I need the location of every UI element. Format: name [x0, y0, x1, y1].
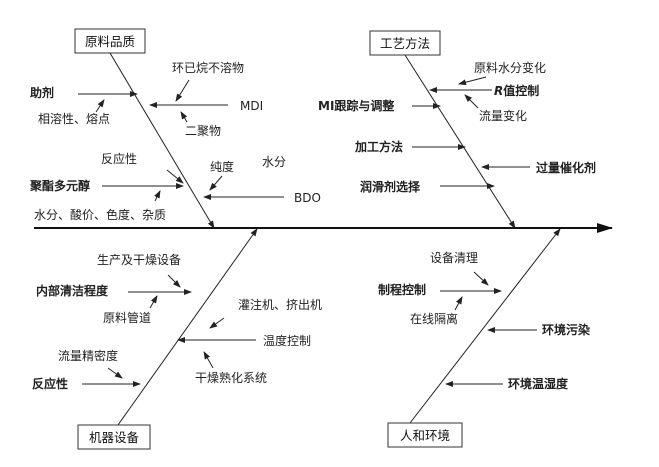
arrow-dimer [180, 111, 188, 123]
arrow-moisture-change [458, 76, 487, 86]
cause-injection: 灌注机、挤出机 [238, 297, 322, 312]
cause-compatibility: 相溶性、熔点 [38, 111, 110, 126]
cause-additive: 助剂 [30, 85, 54, 100]
category-equipment: 机器设备 [77, 424, 151, 450]
arrow-online-isolation [454, 296, 463, 311]
cause-lubricant: 润滑剂选择 [360, 179, 421, 194]
cause-temp-humidity: 环境温湿度 [508, 376, 569, 391]
r-control-text: 值控制 [503, 83, 539, 98]
cause-cleaning: 设备清理 [430, 251, 478, 265]
r-italic: R [494, 84, 503, 98]
equipment-rib [117, 228, 258, 426]
process-rib [404, 54, 516, 229]
category-process: 工艺方法 [369, 30, 441, 56]
category-environment: 人和环境 [387, 422, 463, 448]
cause-water: 水分 [262, 155, 286, 169]
category-materials: 原料品质 [74, 28, 146, 54]
cause-flow-precision: 流量精密度 [58, 348, 118, 363]
cause-catalyst: 过量催化剂 [536, 160, 596, 175]
environment-rib [409, 228, 561, 424]
cause-bdo: BDO [294, 191, 321, 205]
cause-mi-tracking: MI跟踪与调整 [318, 98, 394, 113]
category-materials-label: 原料品质 [85, 34, 135, 49]
materials-rib [109, 52, 215, 229]
category-process-label: 工艺方法 [380, 36, 430, 51]
cause-reactivity: 反应性 [101, 151, 137, 166]
cause-polyester: 聚酯多元醇 [29, 178, 90, 193]
cause-drying-system: 干燥熟化系统 [195, 370, 267, 385]
arrow-pipes [149, 295, 158, 309]
arrow-injection [209, 317, 225, 329]
arrow-cleaning [473, 271, 489, 286]
cause-online-isolation: 在线隔离 [410, 311, 458, 326]
arrow-compatibility [95, 99, 105, 113]
category-equipment-label: 机器设备 [89, 430, 140, 445]
cause-pipes: 原料管道 [103, 310, 151, 325]
arrow-reactivity [166, 169, 184, 184]
cause-flow-change: 流量变化 [479, 108, 527, 123]
category-environment-label: 人和环境 [400, 428, 450, 443]
arrow-production-dryer [167, 274, 181, 288]
cause-r-control: R值控制 [494, 83, 539, 98]
cause-production-dryer: 生产及干燥设备 [97, 253, 181, 267]
cause-insoluble: 环已烷不溶物 [172, 60, 244, 75]
cause-dimer: 二聚物 [185, 124, 221, 138]
arrow-drying-system [203, 351, 214, 369]
cause-purity: 纯度 [210, 159, 234, 174]
arrow-purity [209, 175, 223, 191]
cause-process-control: 制程控制 [378, 282, 426, 297]
cause-mdi: MDI [240, 99, 263, 113]
cause-moisture-change: 原料水分变化 [474, 60, 546, 75]
cause-temp-control: 温度控制 [263, 333, 311, 348]
cause-quality: 水分、酸价、色度、杂质 [34, 207, 166, 222]
arrow-flow-precision [107, 367, 123, 379]
arrow-flow-change [464, 94, 479, 109]
cause-cleanliness: 内部清洁程度 [36, 283, 109, 298]
arrow-quality [154, 190, 161, 202]
cause-reactivity-2: 反应性 [32, 376, 68, 391]
arrow-insoluble [175, 79, 190, 102]
cause-processing: 加工方法 [354, 139, 403, 154]
cause-pollution: 环境污染 [542, 322, 591, 337]
